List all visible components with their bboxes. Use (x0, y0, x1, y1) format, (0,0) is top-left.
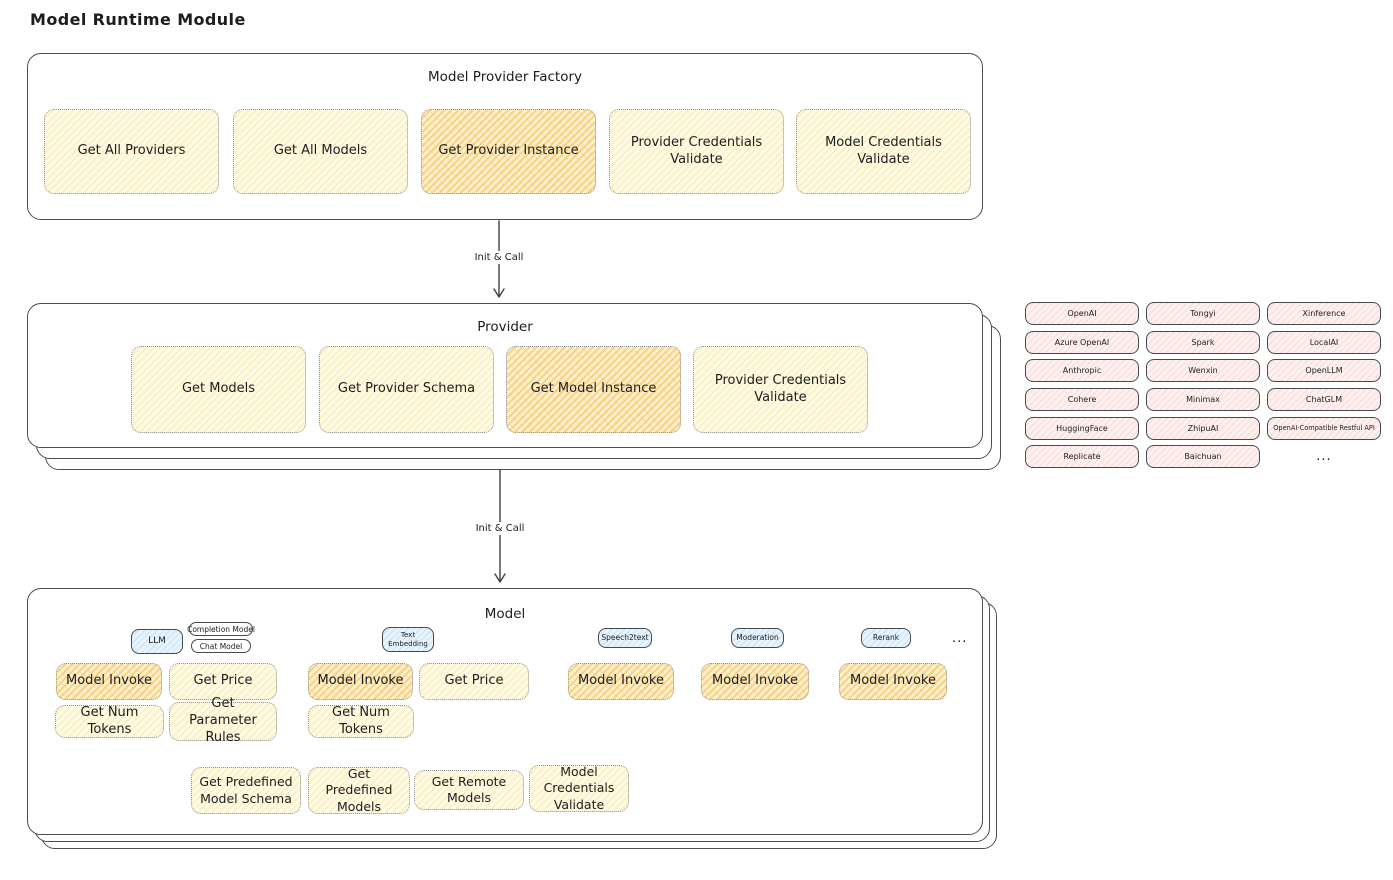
diagram-title: Model Runtime Module (30, 10, 246, 29)
model-box: Model LLM Completion Model Chat Model Te… (27, 588, 983, 835)
tag-speech2text: Speech2text (598, 628, 652, 648)
provider-pill-spark: Spark (1146, 330, 1260, 354)
model-credentials-validate-box: Model Credentials Validate (796, 109, 971, 194)
get-predefined-models-box: Get Predefined Models (308, 766, 410, 814)
init-call-label-1: Init & Call (469, 251, 529, 264)
provider-pill-minimax: Minimax (1146, 388, 1260, 412)
get-predefined-model-schema-box: Get Predefined Model Schema (191, 767, 301, 814)
provider-credentials-validate-box: Provider Credentials Validate (609, 109, 784, 194)
provider-pill-replicate: Replicate (1025, 445, 1139, 469)
llm-get-price-box: Get Price (169, 663, 277, 700)
get-provider-instance-box: Get Provider Instance (421, 109, 596, 194)
model-provider-factory-title: Model Provider Factory (427, 69, 582, 85)
provider-pill-zhipuai: ZhipuAI (1146, 416, 1260, 440)
model-provider-factory-box: Model Provider Factory Get All Providers… (27, 53, 983, 220)
model-title: Model (484, 606, 526, 622)
more-model-types-ellipsis: ... (952, 631, 968, 646)
provider-pill-baichuan: Baichuan (1146, 445, 1260, 469)
speech2text-model-invoke-box: Model Invoke (568, 663, 674, 700)
provider-title: Provider (477, 319, 533, 335)
tag-rerank: Rerank (861, 628, 911, 648)
tag-moderation: Moderation (731, 628, 784, 648)
tag-chat-model: Chat Model (191, 639, 251, 653)
more-providers-ellipsis: ... (1316, 449, 1332, 465)
provider-box: Provider Get Models Get Provider Schema … (27, 303, 983, 448)
get-all-providers-box: Get All Providers (44, 109, 219, 194)
provider-pill-tongyi: Tongyi (1146, 302, 1260, 325)
moderation-model-invoke-box: Model Invoke (701, 663, 809, 700)
embedding-model-invoke-box: Model Invoke (308, 663, 413, 700)
provider-pill-huggingface: HuggingFace (1025, 416, 1139, 440)
llm-model-invoke-box: Model Invoke (56, 663, 162, 700)
provider-pill-chatglm: ChatGLM (1267, 388, 1381, 412)
embedding-get-num-tokens-box: Get Num Tokens (308, 705, 414, 738)
provider-pill-wenxin: Wenxin (1146, 359, 1260, 383)
model-credentials-validate-box-2: Model Credentials Validate (529, 764, 629, 812)
provider-pill-anthropic: Anthropic (1025, 359, 1139, 383)
embedding-get-price-box: Get Price (419, 663, 529, 700)
llm-get-parameter-rules-box: Get Parameter Rules (169, 696, 277, 745)
tag-completion-model: Completion Model (187, 622, 255, 636)
tag-llm: LLM (131, 629, 183, 654)
provider-pill-azure-openai: Azure OpenAI (1025, 330, 1139, 354)
provider-pill-localai: LocalAI (1267, 330, 1381, 354)
provider-pill-xinference: Xinference (1267, 302, 1381, 325)
provider-pill-cohere: Cohere (1025, 388, 1139, 412)
provider-list: OpenAI Tongyi Xinference Azure OpenAI Sp… (1025, 302, 1381, 469)
get-remote-models-box: Get Remote Models (414, 770, 524, 810)
get-all-models-box: Get All Models (233, 109, 408, 194)
provider-pill-openai-compatible: OpenAI-Compatible Restful API (1267, 416, 1381, 440)
llm-get-num-tokens-box: Get Num Tokens (55, 705, 164, 738)
provider-pill-openai: OpenAI (1025, 302, 1139, 325)
get-models-box: Get Models (131, 346, 306, 433)
rerank-model-invoke-box: Model Invoke (839, 663, 947, 700)
init-call-label-2: Init & Call (470, 522, 530, 535)
get-provider-schema-box: Get Provider Schema (319, 346, 494, 433)
tag-text-embedding: Text Embedding (382, 627, 434, 652)
get-model-instance-box: Get Model Instance (506, 346, 681, 433)
provider-credentials-validate-box-2: Provider Credentials Validate (693, 346, 868, 433)
provider-pill-openllm: OpenLLM (1267, 359, 1381, 383)
